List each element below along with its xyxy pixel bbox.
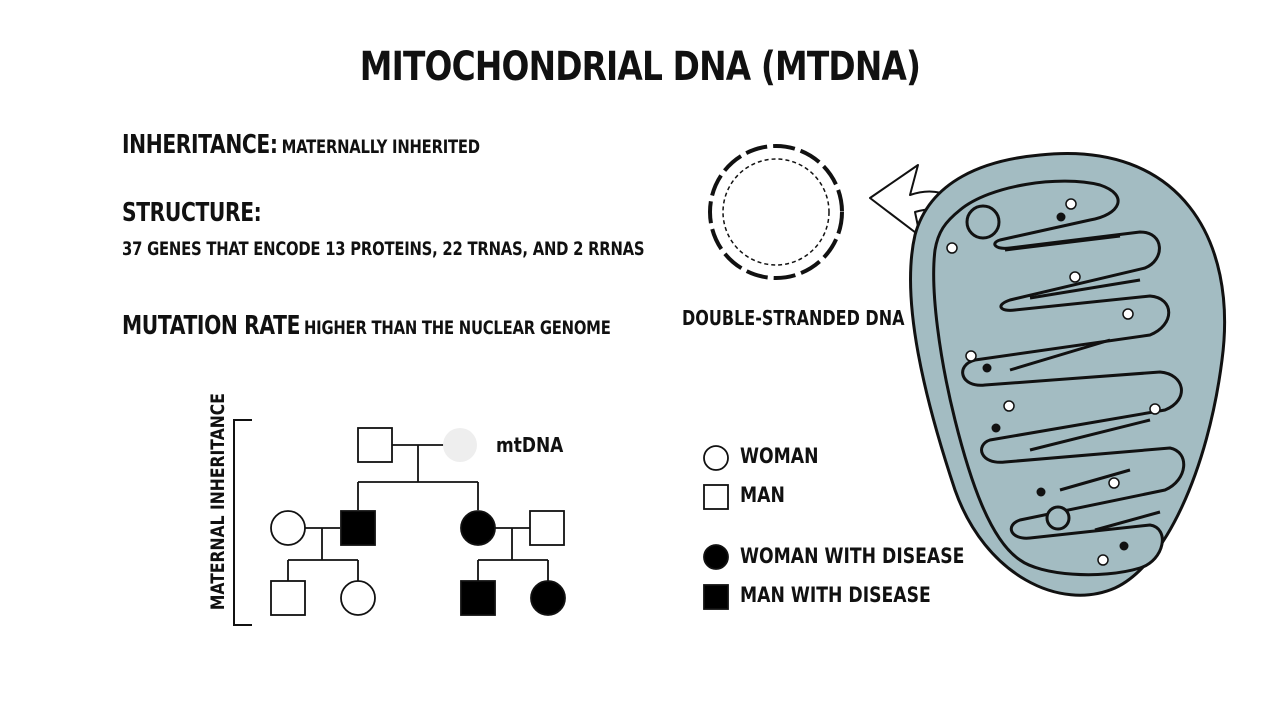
legend-man-label: MAN [740, 483, 785, 507]
pedigree-individuals [270, 427, 566, 616]
woman-with-disease-symbol [460, 510, 496, 546]
crista [1004, 234, 1121, 252]
circular-dna [708, 144, 844, 280]
crista [1059, 468, 1131, 492]
mitochondrion-inner-membrane [932, 179, 1186, 577]
mitochondrion [909, 152, 1227, 597]
dark-granules [982, 212, 1129, 551]
structure-label: STRUCTURE: [122, 198, 262, 228]
pedigree-lines [287, 444, 549, 581]
light-granules [946, 198, 1161, 566]
crista [1029, 418, 1151, 452]
man-symbol [357, 427, 393, 463]
crista [1029, 278, 1141, 300]
pedigree-bracket [233, 419, 252, 626]
mtdna-label: mtDNA [496, 433, 564, 457]
inheritance-label: INHERITANCE: [122, 130, 278, 160]
woman-symbol [340, 580, 376, 616]
legend-man-icon [703, 484, 729, 510]
man-with-disease-symbol [460, 580, 496, 616]
man-symbol [270, 580, 306, 616]
legend-woman-disease-icon [703, 544, 729, 570]
legend-woman-icon [703, 445, 729, 471]
mtdna-ring [1045, 505, 1071, 531]
dna-inner-strand [722, 158, 830, 266]
crista [1009, 338, 1111, 372]
page-title: MITOCHONDRIAL DNA (MTDNA) [359, 44, 921, 90]
legend-symbols [703, 445, 729, 610]
legend-woman-disease-label: WOMAN WITH DISEASE [740, 544, 965, 568]
legend-man-disease-icon [703, 584, 729, 610]
mutation-rate-value: HIGHER THAN THE NUCLEAR GENOME [304, 317, 611, 339]
inheritance-value: MATERNALLY INHERITED [281, 136, 481, 158]
mutation-rate-label: MUTATION RATE [122, 311, 301, 341]
mutation-rate-row: MUTATION RATE HIGHER THAN THE NUCLEAR GE… [122, 311, 611, 341]
double-stranded-dna-label: DOUBLE-STRANDED DNA [682, 306, 905, 330]
man-with-disease-symbol [340, 510, 376, 546]
crista [1094, 510, 1161, 532]
legend-man-disease-label: MAN WITH DISEASE [740, 583, 931, 607]
inheritance-row: INHERITANCE: MATERNALLY INHERITED [122, 130, 480, 160]
woman-symbol [270, 510, 306, 546]
mtdna-marker [443, 428, 477, 462]
man-symbol [529, 510, 565, 546]
maternal-inheritance-label: MATERNAL INHERITANCE [207, 393, 229, 611]
mtdna-ring [965, 204, 1001, 240]
structure-value: 37 GENES THAT ENCODE 13 PROTEINS, 22 TRN… [122, 238, 645, 260]
legend-woman-label: WOMAN [740, 444, 819, 468]
dna-outer-strand [708, 144, 844, 280]
woman-with-disease-symbol [530, 580, 566, 616]
